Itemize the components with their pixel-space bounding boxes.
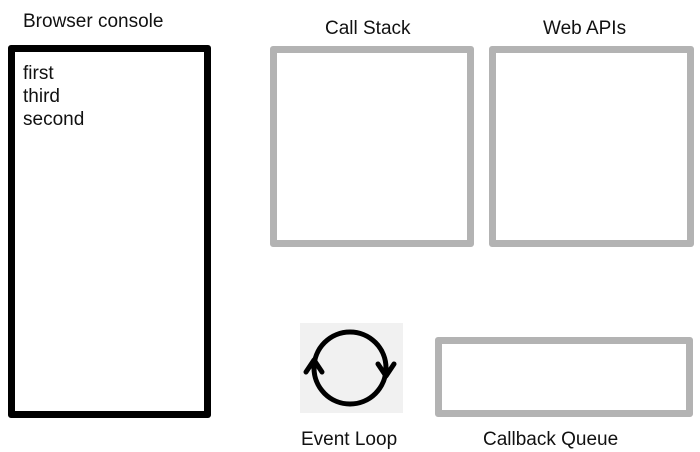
console-output: first third second [23, 62, 84, 131]
refresh-cycle-icon [303, 329, 397, 407]
browser-console-title: Browser console [23, 11, 164, 32]
console-line: first [23, 63, 54, 84]
console-line: third [23, 86, 60, 107]
event-loop-icon-tile [300, 323, 403, 413]
callback-queue-title: Callback Queue [483, 429, 619, 450]
callback-queue-panel [435, 337, 693, 417]
console-line: second [23, 109, 85, 130]
browser-console-panel [8, 45, 211, 418]
call-stack-title: Call Stack [325, 18, 411, 39]
web-apis-title: Web APIs [543, 18, 627, 39]
web-apis-panel [489, 46, 694, 247]
call-stack-panel [270, 46, 474, 247]
event-loop-title: Event Loop [301, 429, 398, 450]
